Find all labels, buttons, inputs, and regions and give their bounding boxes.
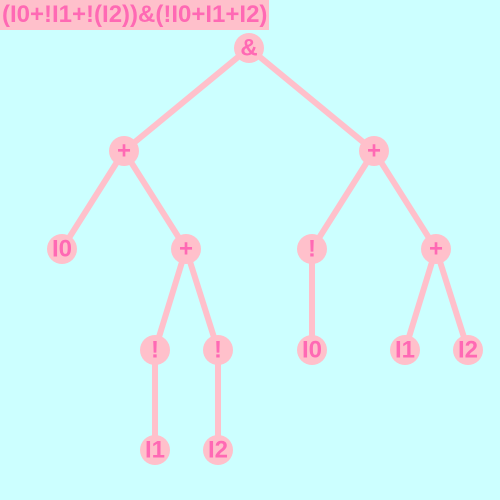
node-label-leaf-i0-left: I0	[52, 236, 72, 263]
node-circle-leaf-i1-right	[390, 335, 420, 365]
node-circle-or-left	[109, 136, 139, 166]
node-label-not-i1-left: !	[151, 337, 159, 364]
node-circle-not-i2-left	[203, 335, 233, 365]
edge-or-right-to-or-right-inner	[371, 148, 439, 252]
expression-title: (I0+!I1+!(I2))&(!I0+I1+I2)	[0, 0, 270, 30]
node-or-left-inner: +	[171, 234, 201, 264]
node-label-root: &	[240, 35, 257, 62]
node-not-i2-left: !	[203, 335, 233, 365]
node-label-or-right-inner: +	[429, 236, 443, 263]
node-leaf-i1-right: I1	[390, 335, 420, 365]
node-or-right: +	[359, 136, 389, 166]
node-label-or-right: +	[367, 138, 381, 165]
node-circle-or-right-inner	[421, 234, 451, 264]
node-leaf-i2-left: I2	[203, 435, 233, 465]
node-label-leaf-i0-right: I0	[302, 337, 322, 364]
node-label-or-left: +	[117, 138, 131, 165]
edge-or-left-to-leaf-i0-left	[59, 148, 127, 252]
node-label-leaf-i1-left: I1	[145, 437, 165, 464]
node-not-right: !	[297, 234, 327, 264]
node-circle-leaf-i2-left	[203, 435, 233, 465]
edge-or-left-inner-to-not-i1-left	[152, 246, 189, 353]
node-label-not-i2-left: !	[214, 337, 222, 364]
node-circle-leaf-i0-right	[297, 335, 327, 365]
edge-root-to-or-left	[121, 45, 252, 154]
edge-root-to-or-right	[246, 45, 377, 154]
node-circle-or-right	[359, 136, 389, 166]
node-circle-leaf-i0-left	[47, 234, 77, 264]
node-root: &	[234, 33, 264, 63]
node-leaf-i0-right: I0	[297, 335, 327, 365]
node-or-left: +	[109, 136, 139, 166]
edge-or-right-to-not-right	[309, 148, 377, 252]
node-circle-leaf-i1-left	[140, 435, 170, 465]
node-label-or-left-inner: +	[179, 236, 193, 263]
node-leaf-i1-left: I1	[140, 435, 170, 465]
node-or-right-inner: +	[421, 234, 451, 264]
node-circle-root	[234, 33, 264, 63]
node-circle-not-right	[297, 234, 327, 264]
node-leaf-i0-left: I0	[47, 234, 77, 264]
node-label-not-right: !	[308, 236, 316, 263]
edge-or-right-inner-to-leaf-i1-right	[402, 246, 439, 353]
node-circle-leaf-i2-right	[453, 335, 483, 365]
node-not-i1-left: !	[140, 335, 170, 365]
node-circle-not-i1-left	[140, 335, 170, 365]
edge-or-right-inner-to-leaf-i2-right	[433, 246, 471, 353]
edge-or-left-to-or-left-inner	[121, 148, 189, 252]
node-label-leaf-i2-left: I2	[208, 437, 228, 464]
edge-or-left-inner-to-not-i2-left	[183, 246, 221, 353]
node-label-leaf-i1-right: I1	[395, 337, 415, 364]
node-label-leaf-i2-right: I2	[458, 337, 478, 364]
node-leaf-i2-right: I2	[453, 335, 483, 365]
node-circle-or-left-inner	[171, 234, 201, 264]
